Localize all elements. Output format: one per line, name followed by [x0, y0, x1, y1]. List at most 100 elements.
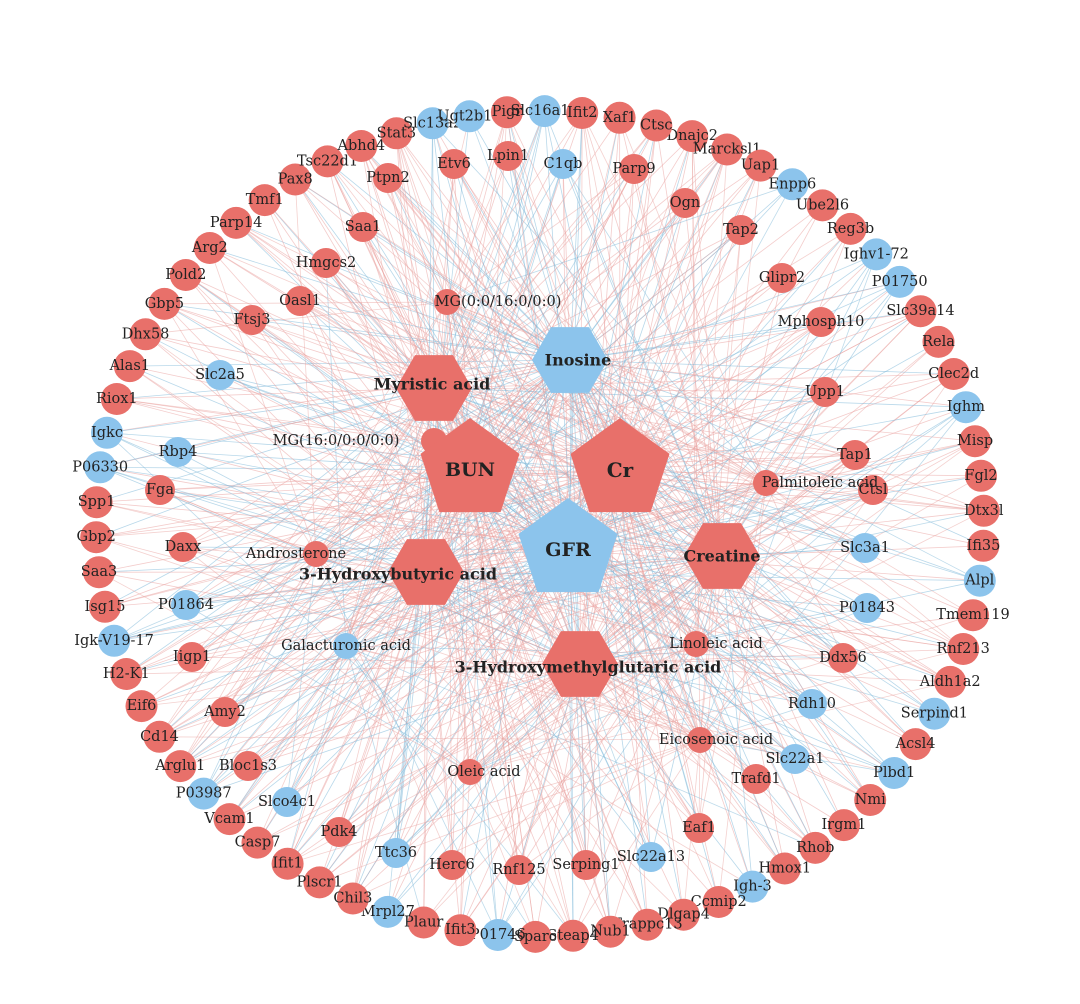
edge	[97, 470, 620, 502]
node-ighv1-72-label: Ighv1-72	[844, 246, 909, 262]
node-eicosenoic-acid-label: Eicosenoic acid	[659, 732, 773, 748]
node-misp[interactable]: Misp	[957, 425, 993, 457]
node-aldh1a2-label: Aldh1a2	[919, 674, 981, 690]
node-igk-v19-17[interactable]: Igk-V19-17	[74, 625, 154, 657]
node-aldh1a2[interactable]: Aldh1a2	[919, 666, 981, 698]
node-bloc1s3[interactable]: Bloc1s3	[219, 751, 277, 781]
node-serping1[interactable]: Serping1	[552, 850, 619, 880]
node-spp1[interactable]: Spp1	[78, 486, 116, 518]
node-rela-label: Rela	[922, 334, 955, 350]
node-pdk4[interactable]: Pdk4	[320, 817, 357, 847]
node-casp7[interactable]: Casp7	[235, 827, 281, 859]
node-ifit3[interactable]: Ifit3	[444, 914, 476, 946]
node-trafd1[interactable]: Trafd1	[731, 764, 780, 794]
node-reg3b[interactable]: Reg3b	[827, 213, 874, 245]
node-amy2-label: Amy2	[203, 704, 246, 720]
node-plbd1[interactable]: Plbd1	[873, 757, 915, 789]
node-fgl2[interactable]: Fgl2	[964, 460, 997, 492]
node-fga[interactable]: Fga	[145, 475, 175, 505]
node-igh-3-label: Igh-3	[733, 879, 771, 895]
node-saa1[interactable]: Saa1	[345, 212, 381, 242]
node-ifit2[interactable]: Ifit2	[566, 97, 598, 129]
node-slc22a13[interactable]: Slc22a13	[617, 842, 685, 872]
node-slc39a14[interactable]: Slc39a14	[886, 295, 954, 327]
hub-gfr-label: GFR	[545, 539, 591, 561]
node-eif6[interactable]: Eif6	[126, 690, 158, 722]
node-saa3[interactable]: Saa3	[81, 556, 117, 588]
node-herc6[interactable]: Herc6	[429, 850, 475, 880]
node-riox1-label: Riox1	[96, 391, 138, 407]
node-spp1-label: Spp1	[78, 494, 116, 510]
node-arg2[interactable]: Arg2	[191, 232, 228, 264]
node-vcam1[interactable]: Vcam1	[203, 803, 254, 835]
node-gbp2[interactable]: Gbp2	[77, 521, 116, 553]
node-p01864[interactable]: P01864	[158, 590, 214, 620]
node-alas1[interactable]: Alas1	[109, 350, 150, 382]
node-p03987-label: P03987	[176, 786, 232, 802]
hub-cr[interactable]: Cr	[571, 418, 670, 512]
node-rbp4-label: Rbp4	[159, 444, 198, 460]
node-xaf1[interactable]: Xaf1	[603, 102, 637, 134]
node-dhx58[interactable]: Dhx58	[122, 318, 170, 350]
node-isg15[interactable]: Isg15	[85, 591, 126, 623]
node-p01746[interactable]: P01746	[470, 919, 526, 951]
node-alpl[interactable]: Alpl	[964, 565, 996, 597]
node-p01750[interactable]: P01750	[872, 266, 928, 298]
node-slc2a5-label: Slc2a5	[195, 367, 245, 383]
node-cd14-label: Cd14	[140, 729, 179, 745]
node-acsl4[interactable]: Acsl4	[895, 728, 936, 760]
hub-myristic-acid-label: Myristic acid	[374, 375, 491, 394]
node-clec2d[interactable]: Clec2d	[928, 358, 979, 390]
hub-gfr[interactable]: GFR	[519, 498, 618, 592]
node-herc6-label: Herc6	[429, 857, 475, 873]
node-slc3a1[interactable]: Slc3a1	[840, 533, 890, 563]
node-galacturonic-acid-label: Galacturonic acid	[281, 638, 411, 654]
node-tap2-label: Tap2	[723, 222, 759, 238]
node-igkc[interactable]: Igkc	[91, 417, 123, 449]
node-p06330[interactable]: P06330	[72, 451, 128, 483]
node-rhob[interactable]: Rhob	[796, 832, 834, 864]
node-palmitoleic-acid-label: Palmitoleic acid	[762, 475, 879, 491]
node-hmox1-label: Hmox1	[759, 861, 812, 877]
node-acsl4-label: Acsl4	[895, 736, 936, 752]
node-hmgcs2[interactable]: Hmgcs2	[296, 248, 356, 278]
node-p01843-label: P01843	[839, 600, 895, 616]
node-rnf213[interactable]: Rnf213	[937, 633, 990, 665]
node-ddx56[interactable]: Ddx56	[819, 643, 867, 673]
node-mphosph10[interactable]: Mphosph10	[778, 307, 865, 337]
node-tmf1[interactable]: Tmf1	[246, 184, 284, 216]
hub-3-hydroxybutyric-acid-label: 3-Hydroxybutyric acid	[299, 565, 497, 584]
node-ddx56-label: Ddx56	[819, 650, 867, 666]
node-ifit2-label: Ifit2	[567, 105, 597, 121]
node-ifit1-label: Ifit1	[272, 856, 302, 872]
node-mg-16-0-0-0-0-0-label: MG(16:0/0:0/0:0)	[273, 433, 400, 449]
edge	[160, 470, 470, 490]
node-pax8-label: Pax8	[278, 172, 313, 188]
node-nmi[interactable]: Nmi	[854, 784, 886, 816]
node-ftsj3-label: Ftsj3	[233, 312, 270, 328]
node-pold2[interactable]: Pold2	[165, 259, 206, 291]
node-alas1-label: Alas1	[109, 358, 150, 374]
node-eaf1[interactable]: Eaf1	[682, 813, 716, 843]
node-serpind1[interactable]: Serpind1	[901, 698, 968, 730]
node-gbp2-label: Gbp2	[77, 529, 116, 545]
node-rbp4[interactable]: Rbp4	[159, 437, 198, 467]
node-irgm1[interactable]: Irgm1	[821, 809, 866, 841]
node-ogn-label: Ogn	[670, 195, 701, 211]
node-ifit1[interactable]: Ifit1	[272, 848, 304, 880]
node-ifi35[interactable]: Ifi35	[966, 530, 1000, 562]
hub-creatine-label: Creatine	[684, 547, 761, 566]
node-rnf125[interactable]: Rnf125	[492, 855, 545, 885]
node-oleic-acid-label: Oleic acid	[447, 764, 520, 780]
node-ctsc[interactable]: Ctsc	[640, 110, 672, 142]
node-dtx3l[interactable]: Dtx3l	[964, 495, 1004, 527]
node-ogn[interactable]: Ogn	[670, 188, 701, 218]
node-rela[interactable]: Rela	[922, 326, 955, 358]
edge	[258, 664, 581, 843]
hub-inosine[interactable]: Inosine	[532, 327, 611, 393]
node-gbp5[interactable]: Gbp5	[145, 288, 184, 320]
node-riox1[interactable]: Riox1	[96, 383, 138, 415]
node-androsterone-label: Androsterone	[245, 546, 346, 562]
node-saa3-label: Saa3	[81, 564, 117, 580]
